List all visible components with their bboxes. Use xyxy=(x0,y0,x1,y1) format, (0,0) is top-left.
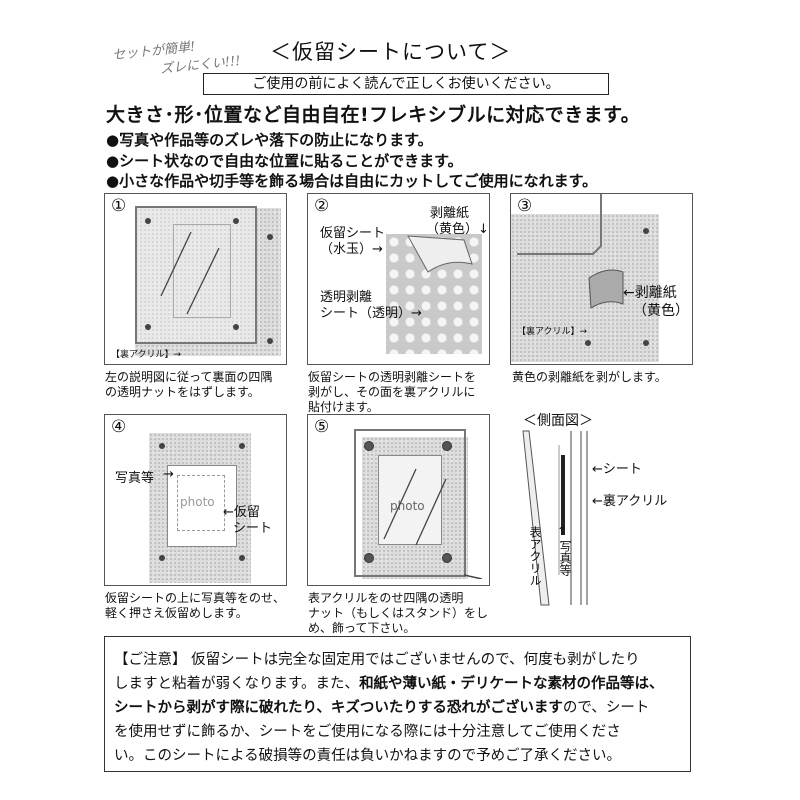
warning-box xyxy=(104,636,691,772)
side-sheet-label: ←シート xyxy=(592,462,642,477)
usage-notice: ご使用の前によく読んで正しくお使いください。 xyxy=(203,73,609,95)
step-3-panel: ③ ←剥離紙 （黄色） 【裏アクリル】→ xyxy=(510,193,693,365)
back-acrylic-panel xyxy=(511,214,659,362)
nut-hole-icon xyxy=(267,338,273,344)
nut-hole-icon xyxy=(643,340,649,346)
photo-card xyxy=(167,465,237,547)
page-title: ＜仮留シートについて＞ xyxy=(270,40,512,64)
side-back-acrylic-label: ←裏アクリル xyxy=(592,494,668,509)
headline: 大きさ･形･位置など自由自在!フレキシブルに対応できます。 xyxy=(106,104,641,126)
warning-line-2b: 和紙や薄い紙・デリケートな素材の作品等は、 xyxy=(359,676,664,692)
warning-line-3b: ので、シート xyxy=(562,700,650,716)
step-5-caption-2: ナット（もしくはスタンド）をし xyxy=(308,606,489,620)
step-3-number: ③ xyxy=(517,196,533,216)
warning-line-4: を使用せずに飾るか、シートをご使用になる際には十分注意してご使用くださ xyxy=(114,724,621,740)
frame-outline xyxy=(135,206,257,344)
glare-lines-icon xyxy=(160,231,220,315)
warning-line-3: シートから剥がす際に破れたり、キズついたりする恐れがございますので、シート xyxy=(114,696,649,717)
side-photo-label: 写真等 xyxy=(558,540,572,576)
step-2-panel: ② 仮留シート （水玉）→ 剥離紙 （黄色）↓ 透明剥離 シート（透明）→ xyxy=(307,193,490,365)
warning-line-3a: シートから剥がす際に破れたり、キズついたりする恐れがございます xyxy=(114,700,563,716)
bullet-2: ●シート状なので自由な位置に貼ることができます。 xyxy=(106,152,463,170)
step-1-caption-1: 左の説明図に従って裏面の四隅 xyxy=(105,370,273,384)
nut-hole-icon xyxy=(233,218,239,224)
nut-hole-icon xyxy=(233,324,239,330)
nut-icon xyxy=(364,553,374,563)
nut-hole-icon xyxy=(159,443,165,449)
step-4-number: ④ xyxy=(111,417,127,437)
photo-outline xyxy=(173,224,231,318)
step-5-caption-3: め、飾って下さい。 xyxy=(308,621,416,635)
step-2-caption-3: 貼付けます。 xyxy=(308,400,379,414)
warning-line-2: しますと粘着が弱くなります。また、和紙や薄い紙・デリケートな素材の作品等は、 xyxy=(114,672,664,693)
release-paper-label: ←剥離紙 xyxy=(623,285,677,301)
photo-text: photo xyxy=(180,495,215,509)
warning-line-2a: しますと粘着が弱くなります。また、 xyxy=(114,676,360,692)
clear-release-sheet-label: シート（透明）→ xyxy=(320,306,422,321)
temp-sheet-dots-label: （水玉）→ xyxy=(320,242,383,257)
warning-line-1: 【ご注意】 仮留シートは完全な固定用ではございませんので、何度も剥がしたり xyxy=(114,652,640,668)
release-paper-label: 剥離紙 xyxy=(430,206,470,221)
temp-sheet-label: ←仮留 xyxy=(223,505,260,520)
temp-sheet-label: 仮留シート xyxy=(320,226,386,241)
step-3-caption-1: 黄色の剥離紙を剥がします。 xyxy=(512,370,667,384)
frame-corner-icon xyxy=(517,194,624,309)
bullet-3: ●小さな作品や切手等を飾る場合は自由にカットしてご使用になれます。 xyxy=(106,172,598,190)
side-photo-arrow: ↑ xyxy=(557,524,568,538)
step-1-panel: ① 【裏アクリル】→ xyxy=(104,193,287,365)
photo-etc-arrow: → xyxy=(163,467,174,482)
clear-release-label: 透明剥離 xyxy=(320,290,373,305)
step-1-caption-2: の透明ナットをはずします。 xyxy=(105,385,260,399)
nut-icon xyxy=(364,441,374,451)
nut-icon xyxy=(442,553,452,563)
nut-hole-icon xyxy=(643,228,649,234)
nut-hole-icon xyxy=(145,218,151,224)
temp-sheet-label-2: シート xyxy=(233,521,273,536)
side-view-diagram xyxy=(522,430,588,606)
warning-line-5: い。このシートによる破損等の責任は負いかねますので予めご了承ください。 xyxy=(114,748,622,764)
step-5-caption-1: 表アクリルをのせ四隅の透明 xyxy=(308,591,464,605)
step-1-number: ① xyxy=(111,196,127,216)
step-3-back-acrylic-label: 【裏アクリル】→ xyxy=(517,327,588,337)
release-paper-yellow-label: （黄色） xyxy=(633,303,689,319)
nut-hole-icon xyxy=(159,555,165,561)
temp-sheet-outline xyxy=(177,475,225,531)
step-2-caption-2: 剥がし、その面を裏アクリルに xyxy=(308,385,476,399)
bullet-1: ●写真や作品等のズレや落下の防止になります。 xyxy=(106,131,433,149)
peel-curl-icon xyxy=(407,235,473,273)
front-acrylic-outline xyxy=(354,429,466,577)
nut-icon xyxy=(442,441,452,451)
release-paper-yellow-label: （黄色）↓ xyxy=(426,222,489,237)
nut-hole-icon xyxy=(239,443,245,449)
step-1-back-acrylic-label: 【裏アクリル】→ xyxy=(111,350,182,360)
step-5-number: ⑤ xyxy=(314,417,330,437)
nut-hole-icon xyxy=(267,234,273,240)
step-5-panel: photo ⑤ xyxy=(307,414,490,586)
glare-lines-icon xyxy=(383,468,483,579)
step-4-caption-2: 軽く押さえ仮留めします。 xyxy=(105,606,248,620)
photo-text: photo xyxy=(390,499,425,513)
step-2-number: ② xyxy=(314,196,330,216)
side-front-acrylic-label: 表アクリル xyxy=(528,526,542,586)
nut-hole-icon xyxy=(585,340,591,346)
step-4-panel: photo ④ 写真等 → ←仮留 シート xyxy=(104,414,287,586)
nut-hole-icon xyxy=(145,324,151,330)
nut-hole-icon xyxy=(239,555,245,561)
step-4-caption-1: 仮留シートの上に写真等をのせ、 xyxy=(105,591,286,605)
step-2-caption-1: 仮留シートの透明剥離シートを xyxy=(308,370,477,384)
photo-etc-label: 写真等 xyxy=(115,471,155,486)
side-view-title: ＜側面図＞ xyxy=(523,413,593,429)
